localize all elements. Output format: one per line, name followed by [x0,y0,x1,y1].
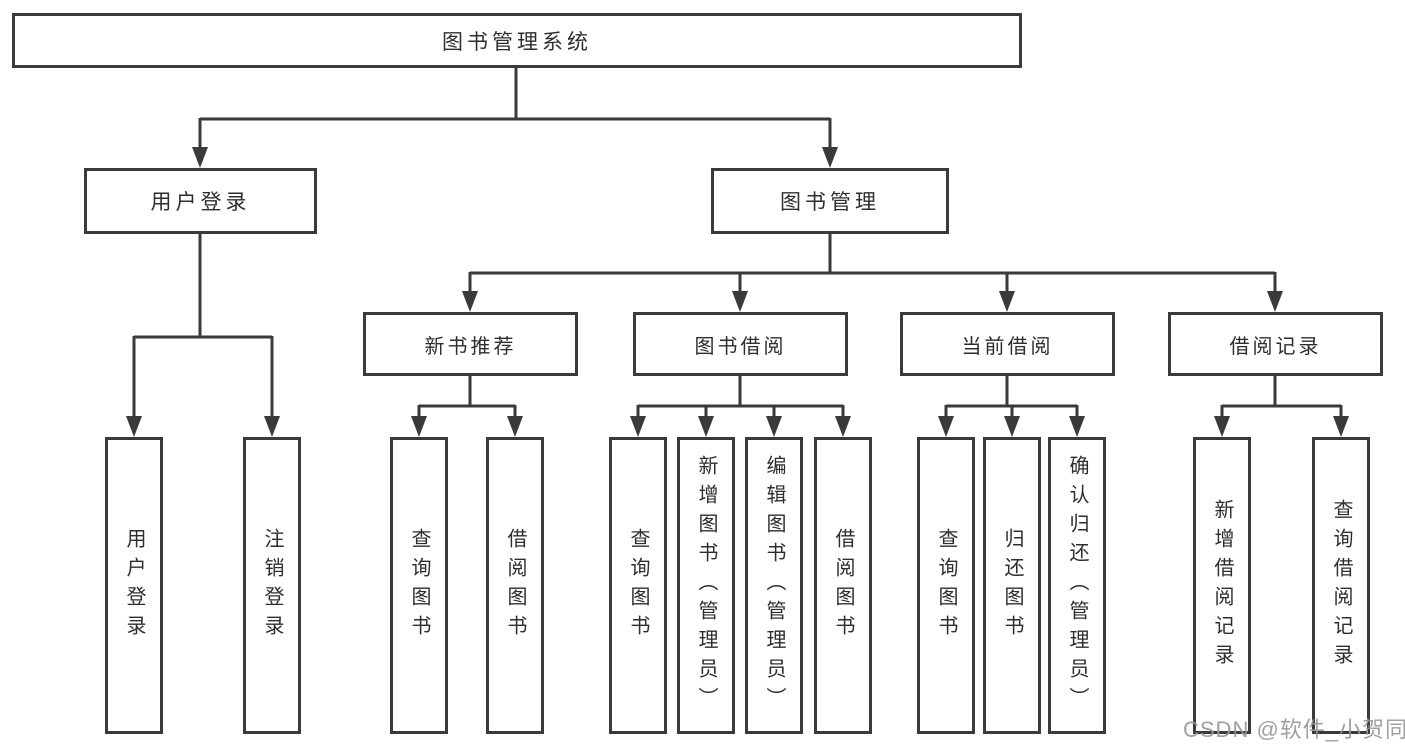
node-label: 新增借阅记录 [1211,498,1233,673]
node-label: 编辑图书（管理员） [763,455,785,716]
leaf-query-book-1: 查询图书 [390,437,448,734]
leaf-query-book-3: 查询图书 [917,437,975,734]
node-label: 图书管理系统 [442,30,592,54]
node-label: 图书借阅 [694,335,787,358]
node-label: 查询借阅记录 [1330,498,1352,673]
node-label: 注销登录 [261,527,283,644]
leaf-borrow-book-1: 借阅图书 [486,437,544,734]
node-label: 用户登录 [150,191,251,214]
node-label: 查询图书 [408,527,430,644]
node-label: 确认归还（管理员） [1066,455,1088,716]
node-label: 查询图书 [935,527,957,644]
node-borrow-record: 借阅记录 [1168,312,1383,376]
leaf-add-book-admin: 新增图书（管理员） [677,437,735,734]
leaf-logout: 注销登录 [243,437,301,734]
node-user-login-branch: 用户登录 [84,168,317,234]
leaf-user-login: 用户登录 [105,437,163,734]
leaf-query-borrow-record: 查询借阅记录 [1312,437,1370,734]
leaf-return-book: 归还图书 [983,437,1041,734]
node-label: 图书管理 [780,191,880,214]
node-new-book-recommend: 新书推荐 [363,312,578,376]
node-book-management-branch: 图书管理 [711,168,949,234]
leaf-add-borrow-record: 新增借阅记录 [1193,437,1251,734]
node-book-borrow: 图书借阅 [633,312,848,376]
leaf-edit-book-admin: 编辑图书（管理员） [745,437,803,734]
node-label: 新增图书（管理员） [695,455,717,716]
node-label: 借阅记录 [1229,335,1322,358]
node-label: 当前借阅 [961,335,1054,358]
node-label: 查询图书 [627,527,649,644]
node-label: 借阅图书 [832,527,854,644]
node-label: 用户登录 [123,527,145,644]
leaf-borrow-book-2: 借阅图书 [814,437,872,734]
leaf-query-book-2: 查询图书 [609,437,667,734]
node-system-root: 图书管理系统 [12,13,1022,68]
node-label: 归还图书 [1001,527,1023,644]
node-label: 借阅图书 [504,527,526,644]
node-current-borrow: 当前借阅 [900,312,1115,376]
leaf-confirm-return-admin: 确认归还（管理员） [1048,437,1106,734]
csdn-watermark: CSDN @软件_小贺同学 [1183,717,1405,742]
node-label: 新书推荐 [424,335,517,358]
